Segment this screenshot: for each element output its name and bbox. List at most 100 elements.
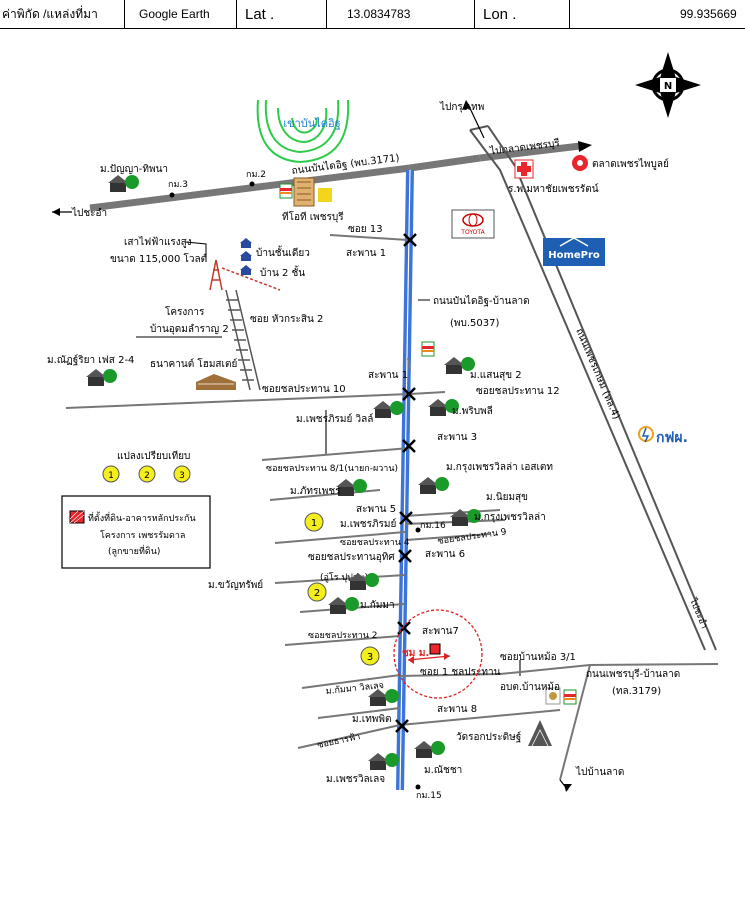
village-icon bbox=[108, 175, 139, 192]
highway4-label: ถนนเพชรเกษม (ทล.4) bbox=[573, 327, 621, 421]
soi-prathan-uthit-label: ซอยชลประทานอุทิศ bbox=[308, 552, 395, 563]
ban-petchrimya-label: ม.เพชรภิรมย์ bbox=[340, 518, 396, 530]
legend: แปลงเปรียบเทียบ 1 2 3 ที่ตั้งที่ดิน-อาคา… bbox=[61, 450, 211, 569]
homepro-logo: HomePro bbox=[543, 237, 605, 266]
mountain-label: เขาบันไดอิฐ bbox=[283, 117, 340, 130]
soi-prathan-uthit-sub: (อู่โร ปุปลุ่น) bbox=[320, 572, 368, 583]
lat-label-cell: Lat . bbox=[237, 0, 327, 28]
ban-petch-rimya-label: ม.เพชรภิรมย์ วิลล์ bbox=[296, 413, 373, 425]
two-storey-label: บ้าน 2 ชั้น bbox=[260, 265, 305, 279]
compass-north-label: N bbox=[664, 81, 672, 92]
ban-niyomsuk-label: ม.นิยมสุข bbox=[486, 492, 528, 503]
ban-krungpet-villa-label: ม.กรุงเพชรวิลล่า bbox=[474, 512, 546, 523]
soi-prathan12-label: ซอยชลประทาน 12 bbox=[476, 386, 560, 397]
ban-kwanjai-label: ม.ขวัญทรัพย์ bbox=[208, 579, 263, 591]
village-icons bbox=[86, 175, 481, 770]
village-icon bbox=[328, 597, 359, 614]
soi-prathan4-label: ซอยชลประทาน 4 bbox=[340, 538, 410, 548]
single-house-label: บ้านชั้นเดียว bbox=[256, 245, 310, 259]
ban-panya-label: ม.ปัญญา-ทิพนา bbox=[100, 164, 168, 175]
seven-eleven-icons bbox=[279, 183, 577, 705]
soi-tharfa-label: ซอยธารฟ้า bbox=[316, 731, 361, 751]
homestay-icon bbox=[196, 374, 236, 390]
toyota-logo: TOYOTA bbox=[451, 209, 495, 239]
project-label: โครงการ bbox=[165, 305, 205, 318]
seven-eleven-icon bbox=[563, 689, 577, 705]
project-label-2: บ้านอุดมลำราญ 2 bbox=[150, 323, 229, 335]
road3179-label: ถนนเพชรบุรี-บ้านลาด bbox=[586, 668, 680, 680]
power-line-label: เสาไฟฟ้าแรงสูง bbox=[124, 236, 192, 248]
bridge-marks bbox=[395, 233, 417, 733]
bridge7-label: สะพาน7 bbox=[422, 626, 459, 637]
soi1-label: ซอย 1 ชลประทาน bbox=[420, 667, 501, 678]
toyota-text: TOYOTA bbox=[460, 229, 485, 236]
village-icon bbox=[428, 399, 459, 416]
comparison-markers: 1 2 3 bbox=[304, 512, 380, 666]
pea-label: กฟผ. bbox=[656, 430, 688, 446]
soi13-label: ซอย 13 bbox=[348, 224, 383, 235]
lon-label: Lon . bbox=[483, 5, 517, 23]
svg-text:2: 2 bbox=[144, 471, 150, 481]
location-map: N เขาบันไดอิฐ ถนนบันไดอิฐ (พบ.3171) ไปชะ… bbox=[47, 52, 719, 801]
house-legend-icons bbox=[240, 238, 252, 275]
svg-text:3: 3 bbox=[367, 652, 373, 663]
mountain-contour bbox=[256, 99, 350, 164]
village-icon bbox=[373, 401, 404, 418]
bridge1-label: สะพาน 1 bbox=[346, 248, 386, 259]
to-banlat-label: ไปบ้านลาด bbox=[575, 766, 624, 778]
ban-petchville-label: ม.เพชรวิลเลจ bbox=[326, 774, 385, 785]
soi-prathan9-label: ซอยชลประทาน 9 bbox=[437, 527, 508, 547]
subject-site bbox=[393, 609, 483, 699]
legend-marker-2: 2 bbox=[138, 465, 156, 483]
svg-text:1: 1 bbox=[311, 518, 317, 529]
seven-eleven-icon bbox=[279, 183, 293, 199]
bridge6-label: สะพาน 6 bbox=[425, 549, 465, 560]
market-icon bbox=[572, 155, 588, 171]
legend-marker-1: 1 bbox=[102, 465, 120, 483]
source-cell: Google Earth bbox=[125, 0, 237, 28]
market-label: ตลาดเพชรไพบูลย์ bbox=[592, 158, 669, 170]
ban-manchuriya-label: ม.ณัฏฐ์ริยา เฟส 2-4 bbox=[47, 354, 134, 366]
village-icon bbox=[414, 741, 445, 758]
soi-prathan10-label: ซอยชลประทาน 10 bbox=[262, 384, 346, 395]
village-icon bbox=[368, 753, 399, 770]
lat-value-cell: 13.0834783 bbox=[327, 0, 475, 28]
homepro-text: HomePro bbox=[548, 250, 600, 261]
km2-label: กม.2 bbox=[246, 170, 266, 180]
hospital-label: ร.พ.มหาชัยเพชรรัตน์ bbox=[508, 183, 599, 195]
soi-banmo-label: ซอยบ้านหม้อ 3/1 bbox=[500, 651, 576, 663]
pea-logo bbox=[638, 426, 654, 443]
coord-label: ค่าพิกัด /แหล่งที่มา bbox=[2, 6, 98, 21]
to-bangkok-arrow bbox=[467, 103, 485, 139]
homestay-label: ธนาคานต์ โฮมสเตย์ bbox=[150, 357, 237, 370]
to-chaam-left-label: ไปชะอำ bbox=[71, 207, 107, 219]
lat-value: 13.0834783 bbox=[347, 7, 411, 21]
village-icon bbox=[444, 357, 475, 374]
km3-label: กม.3 bbox=[168, 180, 188, 190]
village-icon bbox=[368, 689, 399, 706]
power-line-label-2: ขนาด 115,000 โวลต์ bbox=[110, 252, 207, 265]
coord-label-cell: ค่าพิกัด /แหล่งที่มา bbox=[0, 0, 125, 28]
bridge3-label: สะพาน 3 bbox=[437, 432, 477, 443]
temple-icon bbox=[528, 720, 552, 747]
svg-text:1: 1 bbox=[108, 471, 114, 481]
svg-text:2: 2 bbox=[314, 588, 320, 599]
lon-value: 99.935669 bbox=[680, 7, 737, 21]
legend-subject-line1: ที่ตั้งที่ดิน-อาคารหลักประกัน bbox=[88, 511, 196, 524]
obt-label: อบต.บ้านหม้อ bbox=[500, 681, 560, 693]
ban-phatarapet-label: ม.ภัทรเพชร bbox=[290, 486, 341, 497]
top-road bbox=[52, 141, 592, 216]
bridge8-label: สะพาน 8 bbox=[437, 704, 477, 715]
ban-kamma-label: ม.กัมมา bbox=[360, 600, 395, 611]
tot-building-icon bbox=[293, 177, 332, 207]
bridge5-label: สะพาน 5 bbox=[356, 504, 396, 515]
seven-eleven-icon bbox=[421, 341, 435, 357]
legend-subject-line2: โครงการ เพชรรัมดาล bbox=[100, 530, 185, 541]
ban-pribpli-label: ม.พริบพลี bbox=[452, 405, 493, 417]
comparison-marker-1: 1 bbox=[304, 512, 324, 532]
village-icon bbox=[336, 479, 367, 496]
village-icon bbox=[418, 477, 449, 494]
ban-manchacha-label: ม.ณัชชา bbox=[424, 765, 462, 776]
ban-sonsuk-label: ม.แสนสุข 2 bbox=[470, 370, 522, 381]
soi-prathan81-label: ซอยชลประทาน 8/1(นายก-ผวาน) bbox=[266, 464, 398, 474]
